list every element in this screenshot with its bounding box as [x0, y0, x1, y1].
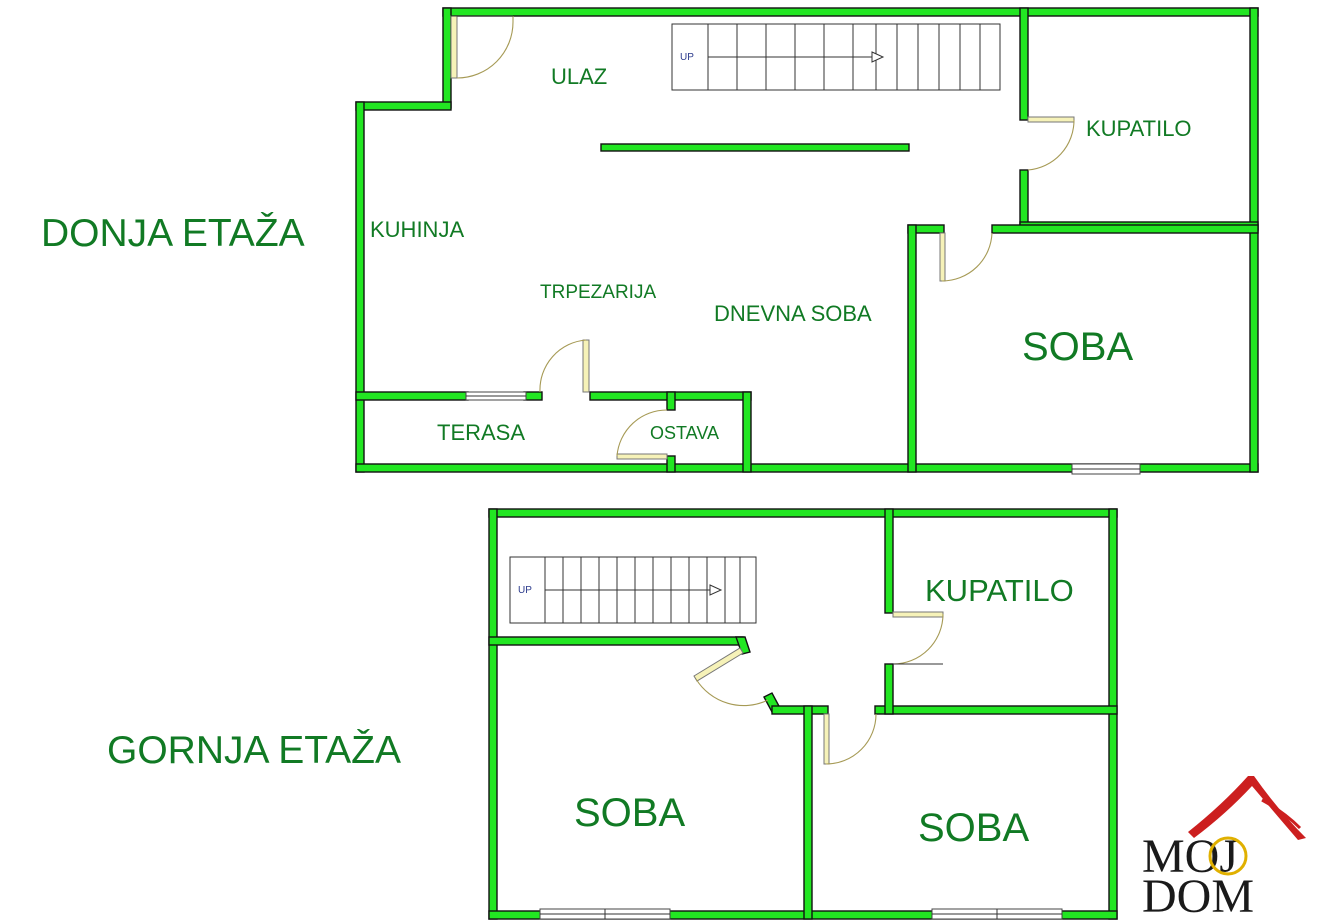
lower-room-soba: SOBA [1022, 325, 1133, 369]
lower-entrance-door [450, 15, 514, 79]
lower-bed-wall-left [907, 224, 917, 473]
lower-room-kuhinja: KUHINJA [370, 217, 464, 242]
upper-wall-top [488, 508, 1118, 518]
upper-wall-bottom [488, 910, 1118, 920]
upper-right-bed-wall-top [874, 705, 1118, 715]
lower-room-kupatilo: KUPATILO [1086, 116, 1192, 141]
lower-room-dnevna-soba: DNEVNA SOBA [714, 301, 872, 326]
upper-room-soba-left: SOBA [574, 791, 685, 835]
moj-dom-logo: MOJ DOM [1142, 776, 1306, 923]
upper-stairs-up-label: UP [518, 585, 532, 596]
upper-room-soba-right: SOBA [918, 806, 1029, 850]
upper-left-bedroom-door [693, 647, 769, 707]
lower-terrace-wall-mid [523, 391, 543, 401]
lower-floor-plan: UP ULAZ KUPATILO KUHINJA TRPEZARIJA DNEV… [355, 7, 1259, 475]
lower-bathroom-door [1027, 116, 1075, 171]
lower-wall-left [355, 101, 365, 473]
lower-storage-wall-left-top [666, 391, 676, 411]
lower-stairs: UP [671, 23, 1001, 91]
upper-room-kupatilo: KUPATILO [925, 573, 1074, 608]
upper-bath-wall-lower [884, 663, 894, 715]
lower-room-terasa: TERASA [437, 420, 525, 445]
lower-stairs-up-label: UP [680, 52, 694, 63]
lower-storage-door [616, 409, 668, 460]
upper-stairs: UP [509, 556, 757, 624]
lower-terrace-wall-left [355, 391, 469, 401]
lower-bath-wall-upper [1019, 7, 1029, 121]
upper-wall-left [488, 508, 498, 920]
lower-bed-wall-top-right [991, 224, 1259, 234]
lower-room-ostava: OSTAVA [650, 423, 719, 443]
upper-floor-title: GORNJA ETAŽA [107, 729, 401, 772]
lower-room-trpezarija: TRPEZARIJA [540, 282, 656, 303]
logo-roof-icon [1188, 776, 1306, 840]
lower-floor-title: DONJA ETAŽA [41, 212, 305, 255]
upper-middle-wall [803, 705, 813, 920]
logo-o-ring-icon [1208, 836, 1248, 876]
lower-partition [600, 143, 910, 152]
upper-stair-wall-bottom [488, 636, 744, 646]
lower-bedroom-door [939, 232, 993, 282]
lower-wall-right [1249, 7, 1259, 473]
upper-bathroom-door [892, 611, 944, 665]
lower-storage-wall-right [742, 391, 752, 473]
lower-storage-wall-left-bottom [666, 455, 676, 473]
lower-wall-step [355, 101, 452, 111]
lower-terrace-door [539, 339, 590, 393]
upper-floor-plan: UP KUPATILO SOBA SOBA [488, 508, 1118, 920]
lower-room-ulaz: ULAZ [551, 64, 607, 89]
lower-wall-top-entrance [442, 7, 1259, 17]
lower-bath-wall-lower [1019, 169, 1029, 227]
upper-right-bedroom-door [823, 713, 877, 765]
logo-line2: DOM [1142, 870, 1254, 923]
lower-wall-entrance-left [442, 7, 452, 109]
upper-bath-wall-upper [884, 508, 894, 614]
upper-left-bed-wall-top [771, 705, 829, 715]
